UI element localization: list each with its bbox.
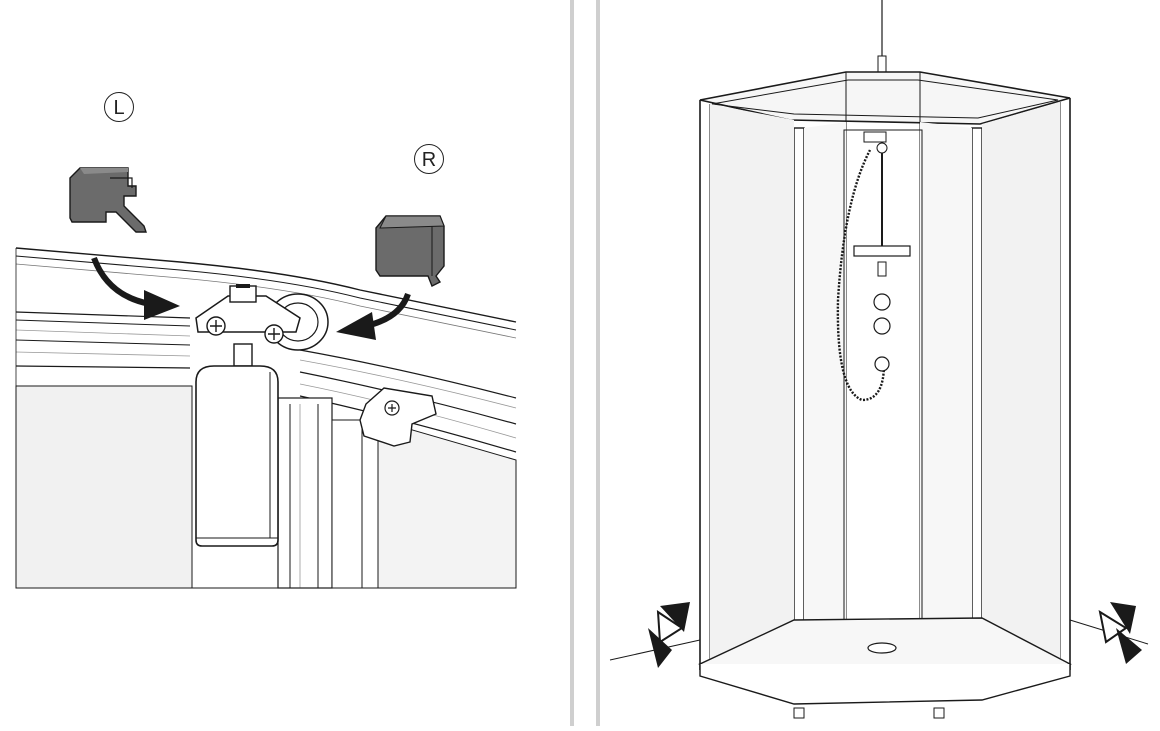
insert-arrow-right bbox=[336, 292, 411, 340]
door-clip bbox=[359, 387, 437, 447]
leveling-arrow-icon bbox=[648, 602, 1142, 668]
panel-divider-left bbox=[570, 0, 574, 726]
roller-detail-drawing bbox=[15, 167, 517, 589]
shower-enclosure-panel bbox=[600, 0, 1160, 726]
shower-enclosure-drawing bbox=[609, 0, 1149, 719]
left-part-label: L bbox=[104, 92, 134, 122]
roller-detail-panel: L R bbox=[0, 0, 572, 726]
shower-enclosure bbox=[609, 0, 1149, 719]
panel-divider-right bbox=[596, 0, 600, 726]
door-roller-icon bbox=[195, 284, 329, 367]
right-part-label: R bbox=[414, 144, 444, 174]
right-end-cap-icon bbox=[375, 215, 445, 287]
left-end-cap-icon bbox=[69, 167, 147, 233]
insert-arrow-left bbox=[91, 256, 180, 320]
roller-cover bbox=[195, 365, 279, 547]
